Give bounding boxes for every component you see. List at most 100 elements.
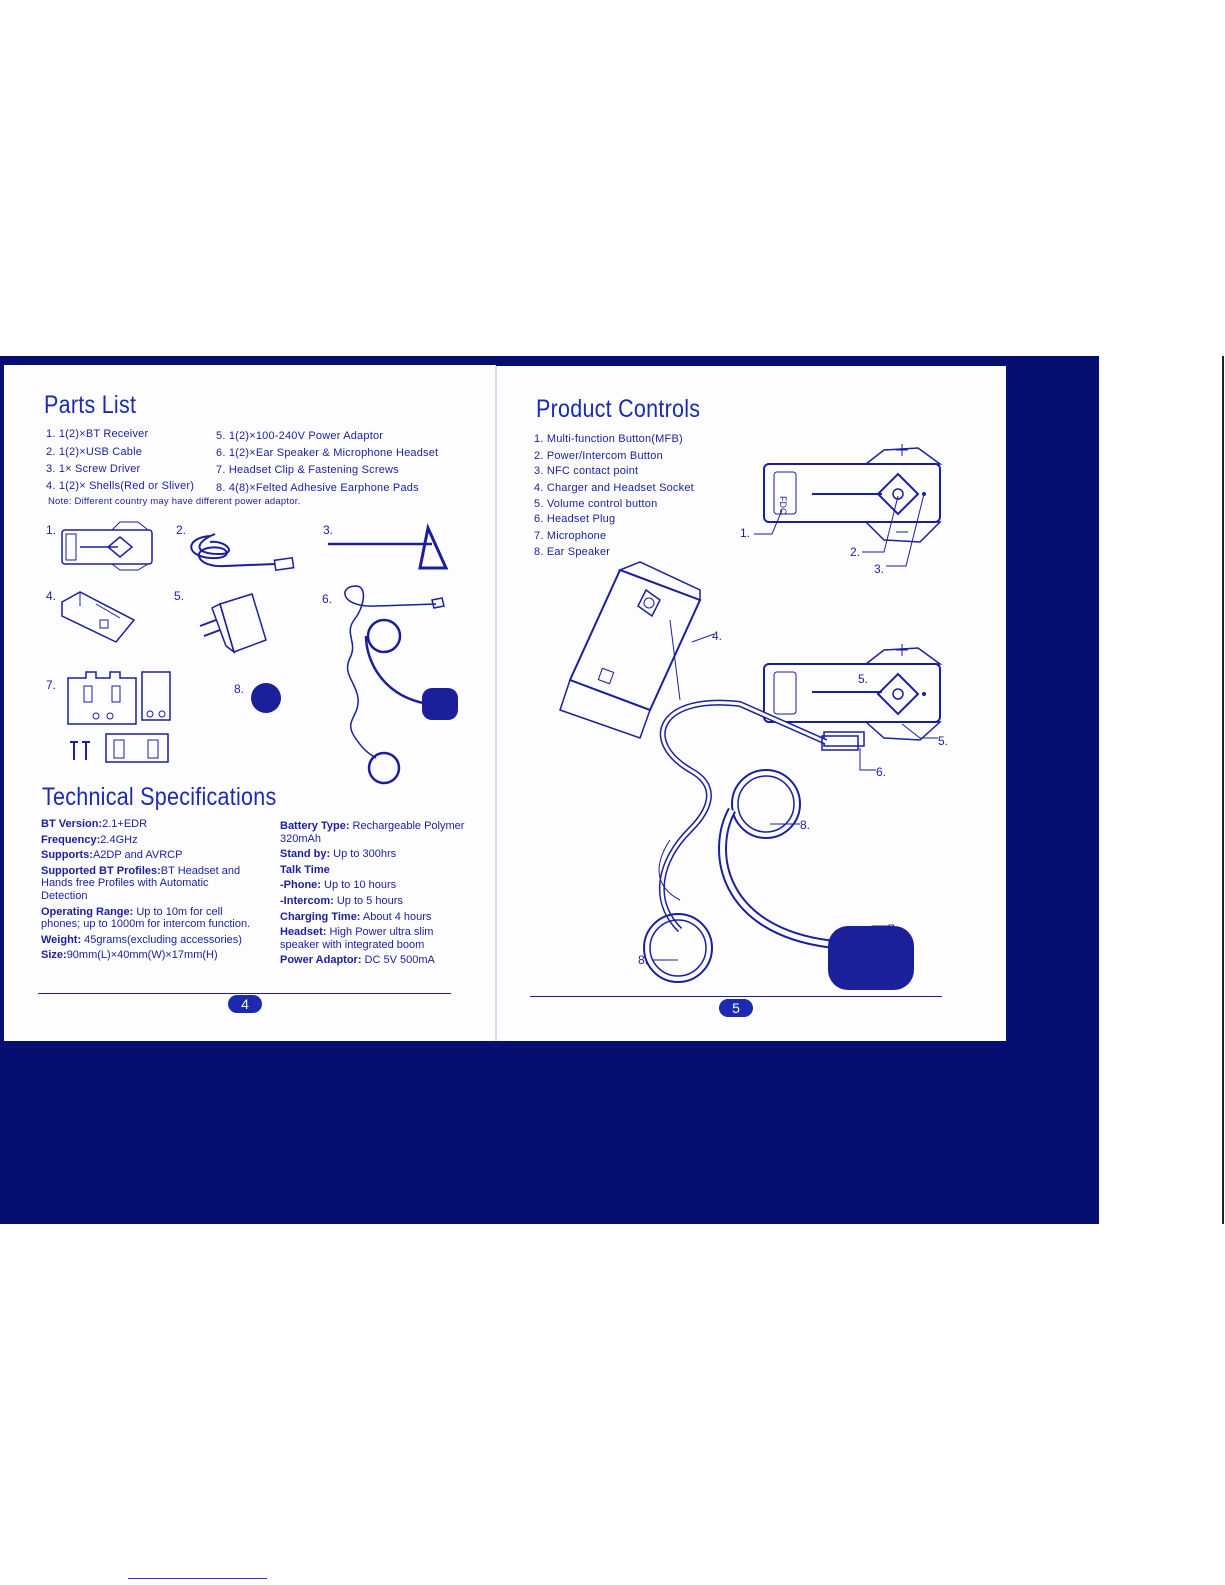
- illustration-number: 2.: [176, 523, 187, 537]
- spec-label: Weight:: [41, 933, 82, 946]
- spec-row: Size:90mm(L)×40mm(W)×17mm(H): [41, 949, 256, 962]
- controls-item: 6. Headset Plug: [534, 513, 616, 525]
- controls-item: 5. Volume control button: [534, 498, 658, 510]
- callout-label: 1.: [740, 526, 751, 540]
- spec-label: BT Version:: [41, 818, 103, 830]
- spec-row: Supports:A2DP and AVRCP: [41, 849, 256, 862]
- spec-value: Up to 10m for cell phones; up to 1000m f…: [41, 905, 251, 931]
- page-number-5: 5: [719, 999, 753, 1017]
- parts-item: 6. 1(2)×Ear Speaker & Microphone Headset: [216, 447, 439, 459]
- callout-leader: [901, 723, 938, 739]
- spec-row: Weight: 45grams(excluding accessories): [41, 934, 256, 947]
- spec-row: Stand by: Up to 300hrs: [280, 848, 470, 861]
- usb-cable-illustration: [190, 533, 295, 572]
- callout-leader: [862, 495, 899, 553]
- callout-label: 7.: [888, 922, 899, 936]
- device-front-diagram: FDC: [763, 444, 943, 543]
- callout-label: 8.: [638, 953, 649, 967]
- left-page: [4, 365, 496, 1041]
- spec-label: Headset:: [280, 926, 327, 939]
- callout-leader: [886, 493, 925, 567]
- spec-row: Frequency:2.4GHz: [41, 834, 256, 847]
- callout-leader: [770, 823, 800, 825]
- callout-label: 5.: [938, 734, 949, 748]
- illustration-number: 4.: [46, 589, 57, 603]
- device-with-shell-diagram: [559, 561, 702, 739]
- spec-value: About 4 hours: [360, 910, 432, 923]
- controls-item: 1. Multi-function Button(MFB): [534, 433, 683, 445]
- spec-label: Supported BT Profiles:: [41, 864, 161, 877]
- spec-row: -Intercom: Up to 5 hours: [280, 895, 470, 908]
- controls-item: 3. NFC contact point: [534, 465, 639, 477]
- callout-label: 8.: [800, 818, 811, 832]
- illustration-number: 3.: [323, 523, 334, 537]
- parts-item: 8. 4(8)×Felted Adhesive Earphone Pads: [216, 482, 419, 494]
- controls-item: 8. Ear Speaker: [534, 546, 611, 558]
- tech-specs-title: Technical Specifications: [42, 783, 277, 811]
- shell-illustration: [61, 591, 136, 643]
- right-page: [496, 366, 1006, 1041]
- headset-clip-illustration: [67, 671, 171, 763]
- scan-edge: [1222, 356, 1224, 1224]
- illustration-number: 1.: [46, 523, 57, 537]
- callout-leader: [863, 925, 890, 943]
- callout-label: 6.: [876, 765, 887, 779]
- spec-label: -Intercom:: [280, 894, 334, 907]
- bt-receiver-illustration: [61, 521, 153, 571]
- spec-row: Supported BT Profiles:BT Headset and Han…: [41, 865, 256, 903]
- parts-item: 7. Headset Clip & Fastening Screws: [216, 464, 399, 476]
- callout-leader: [691, 633, 715, 643]
- spec-value: 2.1+EDR: [102, 818, 148, 830]
- spec-row: BT Version:2.1+EDR: [41, 818, 256, 831]
- spec-label: Frequency:: [41, 833, 101, 846]
- headset-large-diagram: [643, 699, 914, 990]
- controls-item: 2. Power/Intercom Button: [534, 450, 663, 462]
- page-number-4: 4: [228, 995, 262, 1013]
- earphone-pad-illustration: [251, 683, 281, 713]
- specs-right-column: Battery Type: Rechargeable Polymer 320mA…: [280, 820, 470, 970]
- callout-label: 4.: [712, 629, 723, 643]
- parts-item: 4. 1(2)× Shells(Red or Sliver): [46, 480, 195, 492]
- spec-value: 45grams(excluding accessories): [81, 933, 242, 946]
- spec-label: -Phone:: [280, 879, 321, 892]
- callout-label: 5.: [858, 672, 869, 686]
- spec-value: Rechargeable Polymer 320mAh: [280, 820, 465, 845]
- book-spine: [495, 366, 497, 1041]
- illustration-number: 7.: [46, 678, 57, 692]
- spec-label: Talk Time: [280, 863, 330, 876]
- spec-label: Operating Range:: [41, 905, 134, 918]
- product-controls-title: Product Controls: [536, 395, 701, 423]
- spec-value: High Power ultra slim speaker with integ…: [280, 926, 434, 951]
- spec-label: Power Adaptor:: [280, 954, 362, 967]
- left-footer-rule: [38, 993, 451, 994]
- parts-list-title: Parts List: [44, 391, 137, 419]
- callout-leader: [652, 959, 678, 961]
- parts-note: Note: Different country may have differe…: [48, 496, 301, 507]
- spec-value: DC 5V 500mA: [361, 954, 435, 967]
- spec-row: Charging Time: About 4 hours: [280, 911, 470, 924]
- spec-row: Headset: High Power ultra slim speaker w…: [280, 926, 470, 951]
- spec-row: Battery Type: Rechargeable Polymer 320mA…: [280, 820, 470, 845]
- spec-label: Size:: [41, 949, 67, 962]
- spec-value: BT Headset and Hands free Profiles with …: [41, 864, 241, 902]
- callout-leader: [754, 509, 783, 535]
- parts-item: 1. 1(2)×BT Receiver: [46, 428, 149, 440]
- spec-label: Supports:: [41, 849, 93, 862]
- spec-value: Up to 5 hours: [333, 894, 403, 907]
- spec-label: Stand by:: [280, 848, 331, 861]
- spec-label: Battery Type:: [280, 820, 350, 832]
- spec-value: 2.4GHz: [100, 833, 138, 846]
- parts-item: 2. 1(2)×USB Cable: [46, 446, 143, 458]
- illustration-number: 5.: [174, 589, 185, 603]
- spec-value: Up to 300hrs: [330, 848, 397, 861]
- spec-row: Talk Time: [280, 864, 470, 877]
- spec-label: Charging Time:: [280, 910, 361, 923]
- spec-row: Operating Range: Up to 10m for cell phon…: [41, 906, 256, 931]
- illustration-number: 8.: [234, 682, 245, 696]
- spec-value: A2DP and AVRCP: [92, 849, 183, 862]
- parts-item: 5. 1(2)×100-240V Power Adaptor: [216, 430, 384, 442]
- spec-row: Power Adaptor: DC 5V 500mA: [280, 954, 470, 967]
- callout-label: 2.: [850, 545, 861, 559]
- callout-leader: [859, 748, 876, 771]
